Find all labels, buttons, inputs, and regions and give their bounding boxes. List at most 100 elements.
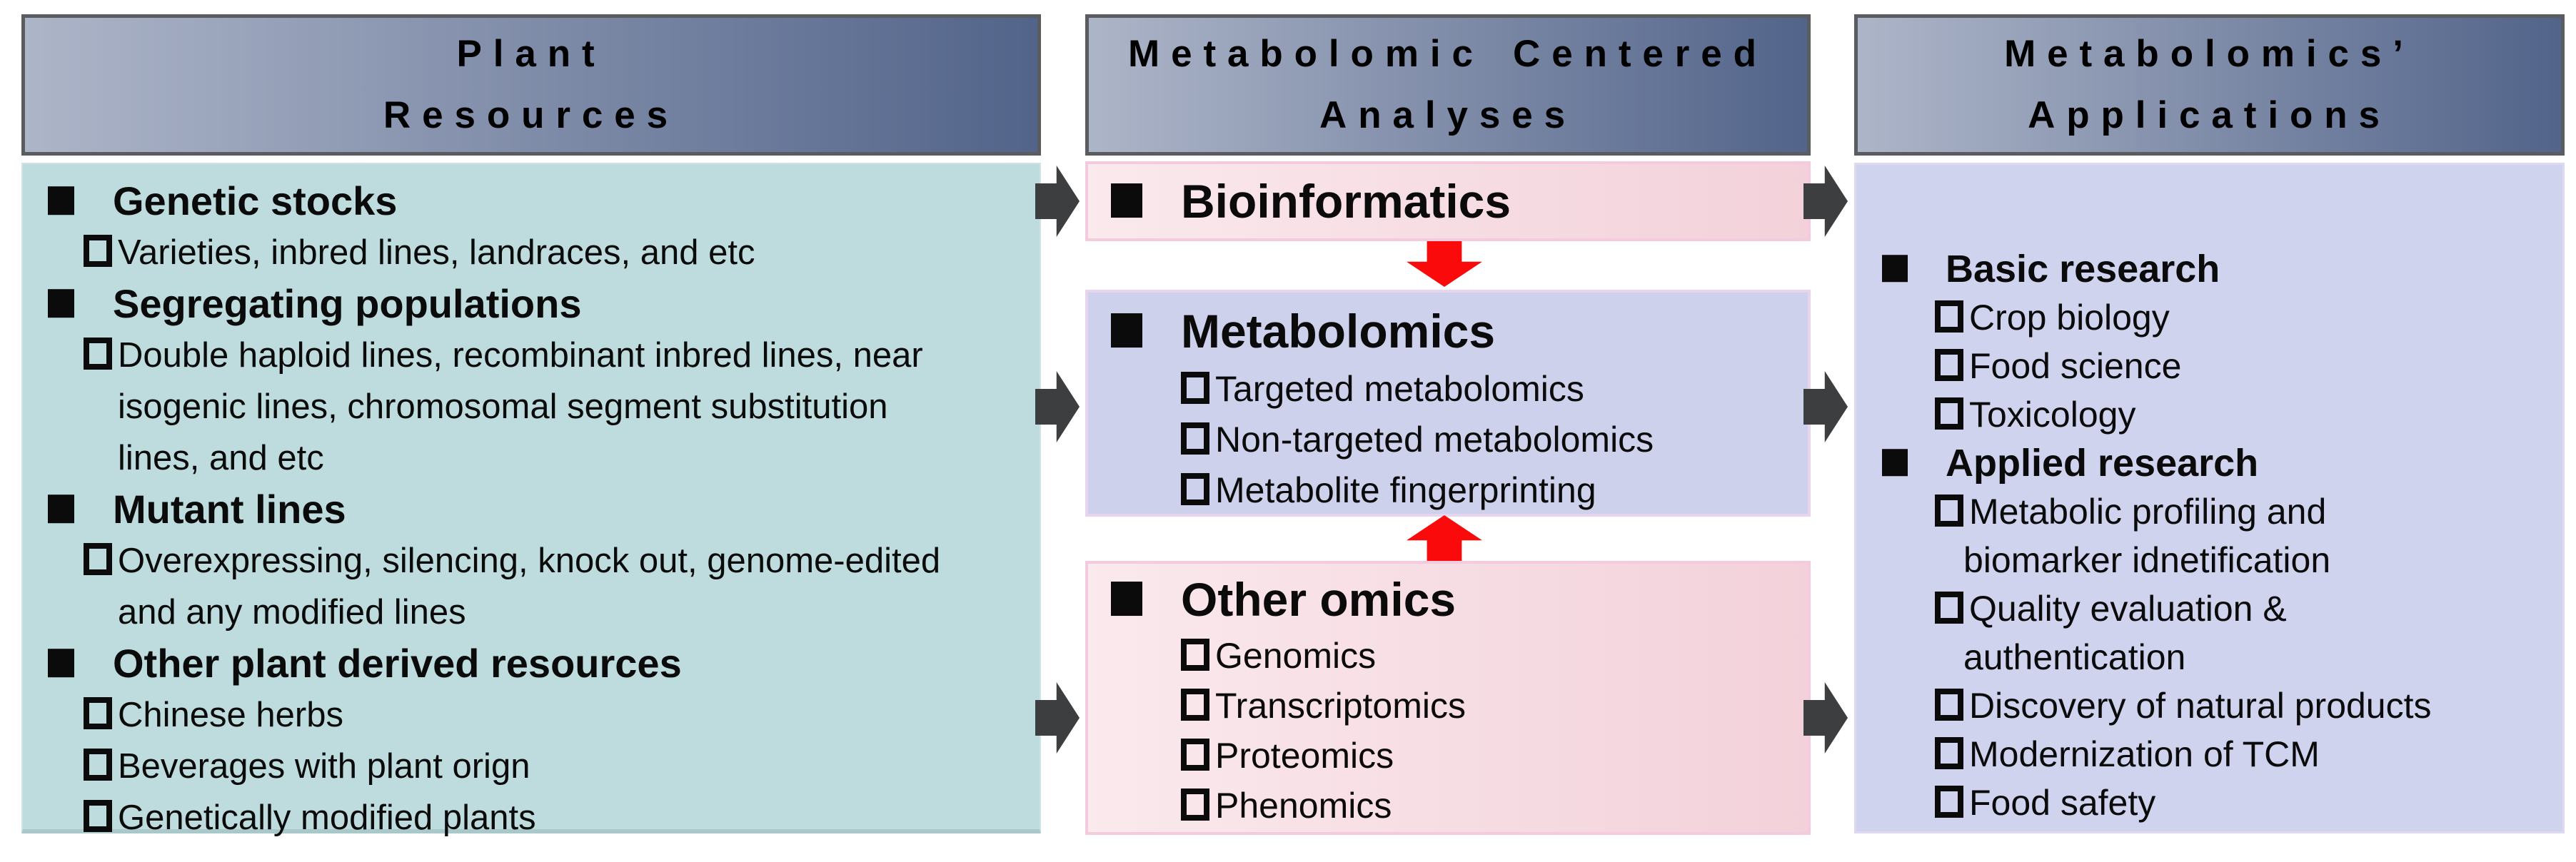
list-item-title-row: Mutant lines <box>23 484 968 535</box>
list-sub-text: Varieties, inbred lines, landraces, and … <box>118 233 755 272</box>
open-square-icon <box>1935 592 1963 624</box>
list-item-title: Mutant lines <box>113 487 346 532</box>
box-title-row: Metabolomics <box>1088 298 1808 364</box>
flow-arrow-right-icon <box>1035 166 1080 237</box>
open-square-icon <box>1935 689 1963 721</box>
plant-resources-header: Plant Resources <box>21 14 1041 156</box>
list-sub-text: Proteomics <box>1215 736 1394 776</box>
open-square-icon <box>84 749 112 781</box>
list-sub-item: Modernization of TCM <box>1856 730 2477 779</box>
metabolomic-centered-analyses-header: Metabolomic Centered Analyses <box>1085 14 1811 156</box>
header-line: Plant <box>456 33 606 75</box>
metabolomics-box: Metabolomics Targeted metabolomics Non-t… <box>1085 290 1811 517</box>
box-title-row: Other omics <box>1088 568 1808 631</box>
red-arrow-up-icon <box>1407 515 1482 561</box>
list-sub-text: Crop biology <box>1969 298 2170 338</box>
box-title-row: Bioinformatics <box>1088 176 1808 226</box>
open-square-icon <box>84 800 112 832</box>
list-item-title: Segregating populations <box>113 281 582 326</box>
filled-square-icon <box>1111 582 1142 617</box>
open-square-icon <box>1181 689 1209 721</box>
box-title: Other omics <box>1181 573 1456 626</box>
list-sub-text: Phenomics <box>1215 786 1392 826</box>
list-item: Mutant lines Overexpressing, silencing, … <box>23 484 968 638</box>
open-square-icon <box>1935 349 1963 381</box>
open-square-icon <box>84 543 112 575</box>
open-square-icon <box>1181 639 1209 671</box>
list-item-title-row: Segregating populations <box>23 278 968 330</box>
list-item-title-row: Genetic stocks <box>23 176 968 227</box>
list-sub-item: Crop biology <box>1856 293 2477 342</box>
header-line: Resources <box>383 94 680 136</box>
list-sub-item: Transcriptomics <box>1088 681 1808 731</box>
list-item: Other plant derived resources Chinese he… <box>23 638 968 843</box>
list-sub-text: Targeted metabolomics <box>1215 369 1584 409</box>
open-square-icon <box>1935 397 1963 430</box>
list-sub-text: Genomics <box>1215 636 1377 676</box>
list-item-title: Basic research <box>1946 248 2220 290</box>
list-sub-text: Genetically modified plants <box>118 798 536 837</box>
open-square-icon <box>1181 789 1209 821</box>
list-sub-item: Genetically modified plants <box>23 792 968 843</box>
list-sub-text: Toxicology <box>1969 395 2136 435</box>
header-line: Applications <box>2028 94 2391 136</box>
list-sub-item: Metabolite fingerprinting <box>1088 465 1808 516</box>
filled-square-icon <box>48 289 74 318</box>
list-sub-text: Quality evaluation & authentication <box>1963 589 2287 677</box>
list-sub-item: Proteomics <box>1088 731 1808 781</box>
flow-arrow-right-icon <box>1035 682 1080 754</box>
list-sub-text: Food science <box>1969 346 2182 386</box>
list-sub-text: Food safety <box>1969 783 2156 823</box>
list-sub-item: Non-targeted metabolomics <box>1088 415 1808 465</box>
list-sub-item: Chinese herbs <box>23 689 968 741</box>
list-sub-text: Metabolite fingerprinting <box>1215 470 1596 510</box>
list-sub-text: Metabolic profiling and biomarker idneti… <box>1963 492 2331 580</box>
list-sub-text: Transcriptomics <box>1215 686 1466 726</box>
open-square-icon <box>84 338 112 370</box>
list-sub-text: Double haploid lines, recombinant inbred… <box>118 336 923 477</box>
list-sub-item: Phenomics <box>1088 781 1808 831</box>
list-item: Segregating populations Double haploid l… <box>23 278 968 484</box>
plant-resources-panel: Genetic stocks Varieties, inbred lines, … <box>21 163 1041 837</box>
list-sub-item: Genomics <box>1088 631 1808 681</box>
filled-square-icon <box>48 186 74 216</box>
header-line: Metabolomics’ <box>2004 33 2415 75</box>
list-sub-text: Overexpressing, silencing, knock out, ge… <box>118 542 941 632</box>
list-sub-text: Modernization of TCM <box>1969 734 2320 774</box>
open-square-icon <box>1935 737 1963 769</box>
open-square-icon <box>1935 495 1963 527</box>
filled-square-icon <box>48 649 74 678</box>
open-square-icon <box>1181 473 1209 505</box>
open-square-icon <box>1935 786 1963 818</box>
filled-square-icon <box>1882 449 1908 477</box>
open-square-icon <box>1181 422 1209 455</box>
list-sub-text: Discovery of natural products <box>1969 686 2432 726</box>
box-title: Metabolomics <box>1181 305 1496 358</box>
filled-square-icon <box>1882 255 1908 283</box>
filled-square-icon <box>1111 313 1142 348</box>
list-sub-item: Metabolic profiling and biomarker idneti… <box>1856 487 2477 584</box>
list-sub-item: Double haploid lines, recombinant inbred… <box>23 330 968 484</box>
list-sub-text: Non-targeted metabolomics <box>1215 420 1654 460</box>
filled-square-icon <box>1111 183 1142 218</box>
metabolomics-applications-panel: Basic research Crop biology Food science… <box>1854 163 2565 833</box>
list-item-title: Applied research <box>1946 442 2259 485</box>
list-sub-item: Quality evaluation & authentication <box>1856 584 2477 681</box>
red-arrow-down-icon <box>1407 241 1482 287</box>
list-sub-item: Targeted metabolomics <box>1088 364 1808 415</box>
list-item-title-row: Basic research <box>1856 245 2477 293</box>
open-square-icon <box>1935 300 1963 333</box>
bioinformatics-box: Bioinformatics <box>1085 161 1811 241</box>
list-item-title-row: Other plant derived resources <box>23 638 968 689</box>
list-sub-item: Beverages with plant orign <box>23 741 968 792</box>
list-sub-item: Overexpressing, silencing, knock out, ge… <box>23 535 968 638</box>
list-item-title: Other plant derived resources <box>113 641 682 686</box>
list-sub-text: Chinese herbs <box>118 696 343 734</box>
open-square-icon <box>1181 372 1209 404</box>
open-square-icon <box>1181 739 1209 771</box>
other-omics-box: Other omics Genomics Transcriptomics Pro… <box>1085 561 1811 835</box>
list-item: Basic research Crop biology Food science… <box>1856 245 2477 439</box>
metabolomics-applications-header: Metabolomics’ Applications <box>1854 14 2565 156</box>
header-line: Metabolomic Centered <box>1128 33 1768 75</box>
